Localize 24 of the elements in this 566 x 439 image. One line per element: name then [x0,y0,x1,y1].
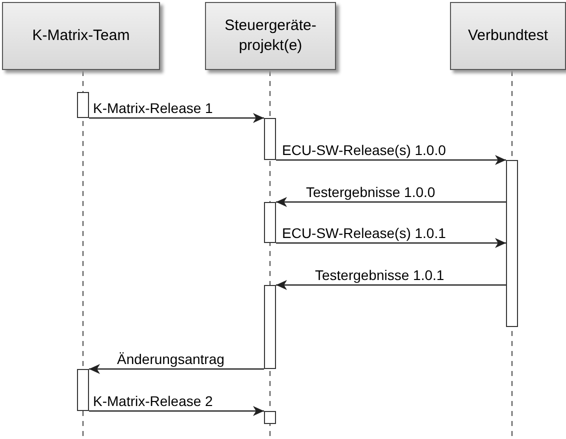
activation-bar [264,202,276,243]
participant-box: Steuergeräte- projekt(e) [205,2,336,70]
activation-bar [264,285,276,369]
message-label: Testergebnisse 1.0.0 [305,184,436,200]
activation-bar [506,160,518,327]
message-label: ECU-SW-Release(s) 1.0.1 [281,225,447,241]
message-label: ECU-SW-Release(s) 1.0.0 [281,142,447,158]
participant-box: Verbundtest [450,2,566,70]
activation-bar [264,118,276,160]
message-label: Testergebnisse 1.0.1 [314,267,446,283]
message-arrow [276,155,506,165]
message-label: K-Matrix-Release 1 [92,100,214,116]
message-arrow [89,113,264,123]
message-label: Änderungsantrag [116,351,226,367]
participant-box: K-Matrix-Team [2,2,160,70]
activation-bar [77,369,89,411]
message-label: K-Matrix-Release 2 [92,393,214,409]
message-arrow [276,280,506,290]
message-arrow [276,238,506,248]
message-arrow [89,406,264,416]
message-arrow [276,197,506,207]
message-arrow [89,364,264,374]
activation-bar [264,411,276,424]
activation-bar [77,92,89,118]
